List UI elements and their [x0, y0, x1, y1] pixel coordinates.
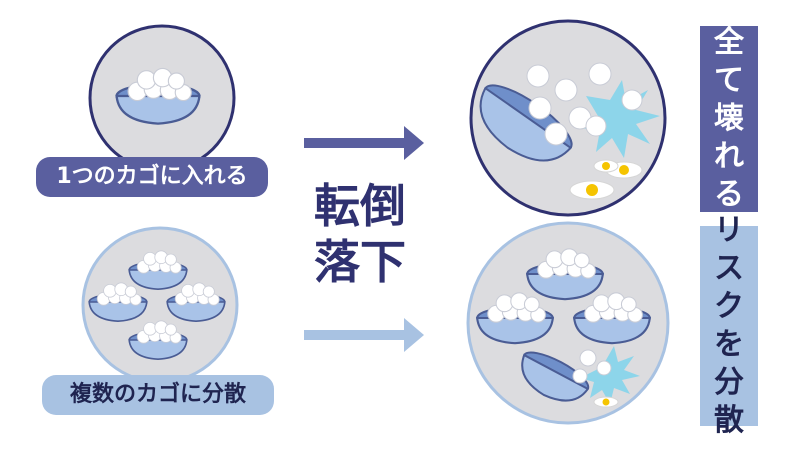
- broken-egg-icon: [569, 159, 643, 200]
- fall-event-line1: 転倒: [314, 179, 406, 233]
- risk-spread-scene: [466, 221, 670, 425]
- risk-spread-result: リスクを分散: [700, 213, 758, 438]
- vertical-char: れ: [714, 139, 744, 174]
- risk-spread-result-text: リスクを分散: [714, 212, 744, 440]
- fall-event-line2: 落下: [314, 235, 406, 289]
- vertical-char: リ: [714, 213, 744, 248]
- fall-event-title: 転倒 落下: [300, 178, 420, 290]
- impact-burst-icon: [580, 346, 640, 404]
- vertical-char: て: [714, 63, 744, 98]
- all-broken-scene: [469, 19, 667, 217]
- vertical-char: 散: [714, 403, 744, 438]
- vertical-char: 壊: [714, 101, 744, 136]
- vertical-char: ク: [714, 289, 744, 324]
- vertical-char: る: [714, 177, 744, 212]
- flying-eggs-icon: [572, 349, 612, 384]
- all-broken-result: 全て壊れる: [700, 24, 758, 214]
- single-basket-scene: [88, 24, 236, 172]
- vertical-char: を: [714, 327, 744, 362]
- arrow-top-icon: [304, 126, 424, 160]
- broken-egg-icon: [593, 396, 619, 408]
- flying-eggs-icon: [526, 62, 643, 146]
- multiple-baskets-label: 複数のカゴに分散: [42, 375, 274, 415]
- vertical-char: 分: [714, 365, 744, 400]
- tipped-basket-icon: [521, 351, 590, 402]
- all-broken-result-text: 全て壊れる: [714, 24, 744, 214]
- vertical-char: 全: [714, 25, 744, 60]
- vertical-char: ス: [714, 251, 744, 286]
- single-basket-label: 1つのカゴに入れる: [36, 157, 268, 197]
- multiple-baskets-scene: [81, 226, 239, 384]
- arrow-bottom-icon: [304, 318, 424, 352]
